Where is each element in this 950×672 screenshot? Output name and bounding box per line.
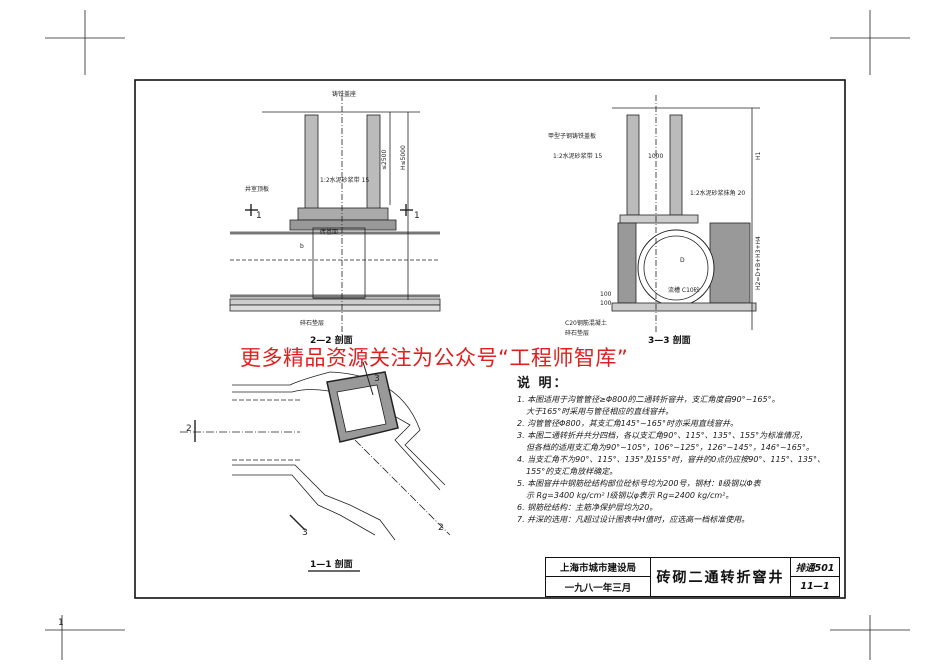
note-line: 6. 钢筋砼结构：主筋净保护层均为20。	[517, 503, 658, 512]
cut-mark-3-bottom: 3	[302, 528, 308, 538]
title-block-drawing-title: 砖砌二通转折窨井	[651, 558, 791, 596]
crop-marks	[45, 10, 910, 660]
note-line: 5. 本图窨井中钢筋砼结构部位砼标号均为200号，钢材：Ⅱ级钢以Φ表	[517, 479, 761, 488]
label-gravel-3: 碎石垫层	[565, 329, 589, 337]
section-3-3	[611, 95, 760, 333]
cut-mark-2-right: 2	[438, 523, 444, 533]
dim-100b: 100	[600, 300, 612, 307]
cut-mark-3-top: 3	[374, 374, 380, 384]
section-1-1-title: 1—1 剖面	[310, 558, 353, 570]
label-slab: C20钢筋混凝土	[565, 319, 607, 327]
label-cover-3: 甲型子钢铸铁盖板	[548, 132, 596, 140]
label-mortar-2: 1:2水泥砂浆带 15	[320, 176, 369, 184]
notes-title: 说 明：	[517, 376, 569, 391]
note-line: 3. 本图二通转折井共分四档，各以支汇角90°、115°、135°、155°为标…	[517, 431, 808, 440]
cut-mark-2-left: 2	[186, 424, 192, 434]
title-block: 上海市城市建设局 砖砌二通转折窨井 排通501 一九八一年三月 11—1	[545, 557, 840, 597]
note-line: 7. 井深的选用：凡超过设计图表中H值时，应选高一档标准使用。	[517, 515, 750, 524]
cut-mark-1-left: 1	[256, 211, 262, 221]
dim-100a: 100	[600, 291, 612, 298]
label-brick-base: 砖基面	[320, 228, 338, 236]
watermark: 更多精品资源关注为公众号“工程师智库”	[240, 346, 629, 370]
corner-mark: 1	[58, 618, 64, 628]
label-mortar-3: 1:2水泥砂浆带 15	[553, 152, 602, 160]
note-line: 1. 本图适用于沟管管径≥Φ800的二通转折窨井，支汇角度自90°~165°。	[517, 395, 780, 404]
title-block-org: 上海市城市建设局	[546, 558, 651, 577]
title-block-sheet: 11—1	[800, 581, 830, 592]
dim-h-2: H≤5000	[400, 145, 407, 170]
label-fillet: 1:2水泥砂浆抹角 20	[690, 189, 745, 197]
cut-mark-1-right: 1	[414, 211, 420, 221]
dim-1000: 1000	[648, 153, 663, 160]
title-block-code: 排通501	[791, 558, 839, 577]
note-line: 2. 沟管管径Φ800，其支汇角145°~165°时亦采用直线窨井。	[517, 419, 738, 428]
note-line: 4. 当支汇角不为90°、115°、135°及155°时，窨井的0点仍应按90°…	[517, 455, 825, 464]
dim-d: D	[680, 257, 685, 264]
note-line: 示 Rg=3400 kg/cm² Ⅰ级钢以φ表示 Rg=2400 kg/cm²。	[526, 491, 734, 500]
section-2-2	[229, 95, 441, 335]
label-channel: 流槽 C10砼	[668, 286, 700, 294]
label-roof-slab: 井室顶板	[245, 185, 269, 193]
dim-b: b	[300, 243, 304, 250]
title-block-date: 一九八一年三月	[546, 577, 651, 596]
label-cover-2: 铸铁盖座	[332, 90, 356, 98]
notes: 说 明： 1. 本图适用于沟管管径≥Φ800的二通转折窨井，支汇角度自90°~1…	[517, 375, 839, 526]
label-gravel-2: 碎石垫层	[300, 319, 324, 327]
section-1-1-plan	[180, 361, 451, 541]
section-2-2-title: 2—2 剖面	[310, 334, 353, 346]
note-line: 155°的支汇角放样确定。	[526, 467, 618, 476]
dim-h2: H2=D+B+H3+H4	[755, 236, 762, 290]
note-line: 但各档的适用支汇角为90°~105°，106°~125°，126°~145°，1…	[526, 443, 814, 452]
dim-h1-3: H1	[755, 151, 762, 160]
note-line: 大于165°时采用与管径相应的直线窨井。	[526, 407, 674, 416]
dim-h1-2: ≤2500	[381, 150, 388, 170]
section-3-3-title: 3—3 剖面	[648, 334, 691, 346]
drawing-frame	[134, 79, 846, 599]
